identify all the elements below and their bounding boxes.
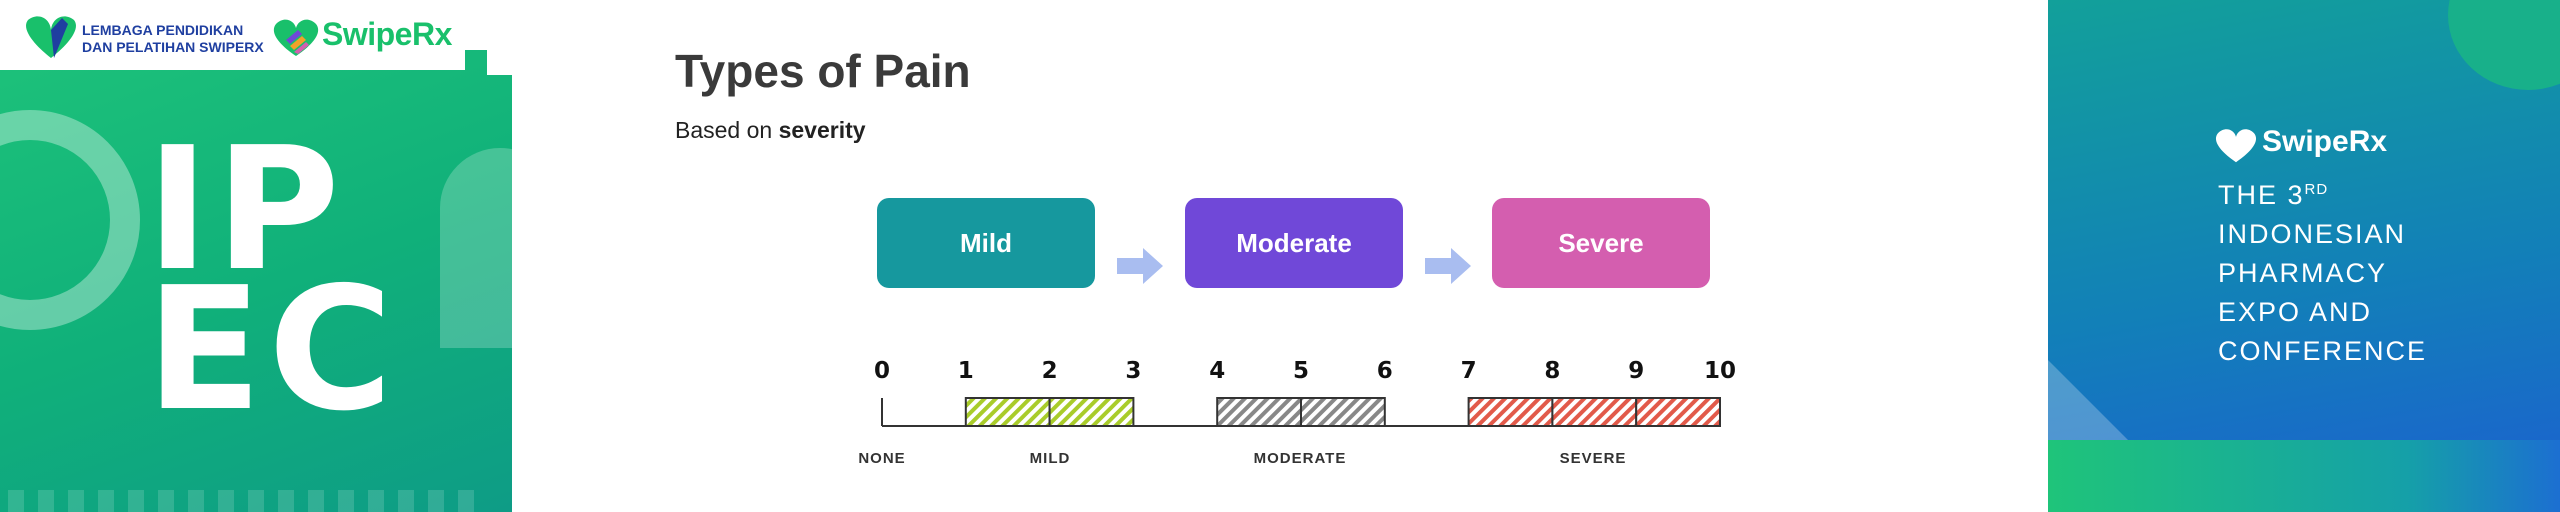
ordinal-suffix: RD <box>2304 181 2329 198</box>
decorative-arch <box>440 148 512 348</box>
slide-subtitle: Based on severity <box>675 117 866 144</box>
swiperx-logo-icon <box>2215 129 2257 163</box>
logo-strip-step <box>465 0 512 50</box>
decorative-blob <box>2448 0 2560 90</box>
scale-number: 0 <box>874 358 890 384</box>
moderate-segment <box>1216 397 1302 427</box>
moderate-segment <box>1300 397 1386 427</box>
ipec-wordmark: IP EC <box>146 111 399 449</box>
decorative-band <box>2048 440 2560 512</box>
event-line: INDONESIAN <box>2218 219 2407 249</box>
event-line: CONFERENCE <box>2218 336 2428 366</box>
right-banner: SwipeRx THE 3RD INDONESIAN PHARMACY EXPO… <box>2048 0 2560 512</box>
decorative-triangle <box>2048 360 2128 440</box>
left-banner: LEMBAGA PENDIDIKAN DAN PELATIHAN SWIPERX… <box>0 0 512 512</box>
arrow-right-icon <box>1117 248 1163 284</box>
scale-label-none: NONE <box>858 450 905 467</box>
decorative-tiles <box>0 490 512 512</box>
ipec-line: IP <box>146 111 346 309</box>
arrow-right-icon <box>1425 248 1471 284</box>
event-line-text: THE 3 <box>2218 180 2305 210</box>
scale-number: 9 <box>1628 358 1644 384</box>
scale-label-severe: SEVERE <box>1560 450 1627 467</box>
scale-number: 8 <box>1544 358 1560 384</box>
event-line: THE 3RD <box>2218 170 2427 215</box>
ipec-line: EC <box>146 251 399 449</box>
scale-number: 4 <box>1209 358 1225 384</box>
event-line: PHARMACY <box>2218 258 2388 288</box>
mild-box: Mild <box>877 198 1095 288</box>
scale-label-moderate: MODERATE <box>1254 450 1347 467</box>
swiperx-brand: SwipeRx <box>2262 125 2388 158</box>
slide-title: Types of Pain <box>675 45 971 97</box>
scale-number: 6 <box>1377 358 1393 384</box>
scale-number: 10 <box>1704 358 1736 384</box>
mild-segment <box>1048 397 1135 427</box>
logo-strip-step <box>487 50 512 75</box>
moderate-box: Moderate <box>1185 198 1403 288</box>
scale-number: 7 <box>1461 358 1477 384</box>
severe-box: Severe <box>1492 198 1710 288</box>
scale-label-mild: MILD <box>1030 450 1071 467</box>
severe-segment <box>1467 397 1554 427</box>
severe-segment <box>1635 397 1721 427</box>
org-name-line: LEMBAGA PENDIDIKAN <box>82 22 244 38</box>
decorative-ring <box>0 110 140 330</box>
lembaga-logo-icon <box>26 16 76 58</box>
subtitle-bold: severity <box>778 117 866 143</box>
swiperx-logo-icon <box>273 19 319 56</box>
org-name-line: DAN PELATIHAN SWIPERX <box>82 39 264 55</box>
scale-number: 2 <box>1042 358 1058 384</box>
org-name: LEMBAGA PENDIDIKAN DAN PELATIHAN SWIPERX <box>82 22 264 56</box>
swiperx-brand: SwipeRx <box>322 16 452 52</box>
scale-number: 1 <box>958 358 974 384</box>
severe-segment <box>1551 397 1638 427</box>
scale-number: 3 <box>1125 358 1141 384</box>
logo-strip <box>0 0 465 70</box>
scale-number: 5 <box>1293 358 1309 384</box>
mild-segment <box>964 397 1051 427</box>
subtitle-prefix: Based on <box>675 117 779 143</box>
event-line: EXPO AND <box>2218 297 2373 327</box>
event-name: THE 3RD INDONESIAN PHARMACY EXPO AND CON… <box>2218 170 2427 371</box>
